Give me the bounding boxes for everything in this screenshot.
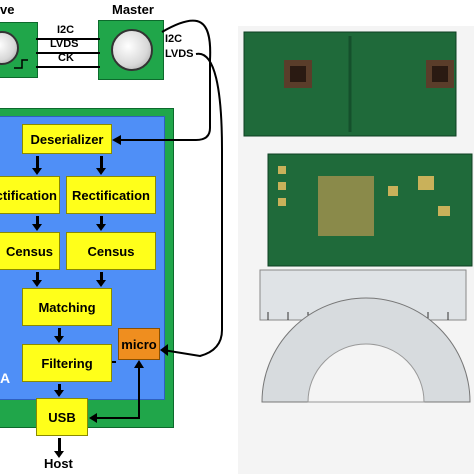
host-label: Host — [44, 456, 73, 471]
pcb-photos — [238, 26, 474, 474]
